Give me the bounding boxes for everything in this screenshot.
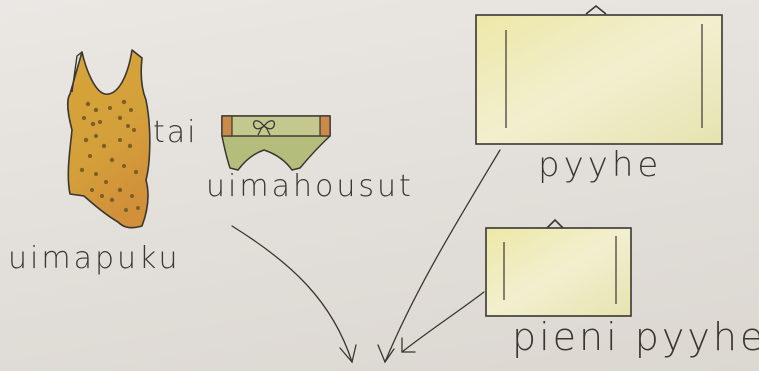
towel-label: pyyhe — [538, 148, 662, 182]
towel-drawing — [476, 6, 722, 144]
arrow-icon — [232, 226, 356, 362]
small-towel-drawing — [486, 220, 631, 316]
swimsuit-label: uimapuku — [8, 244, 180, 274]
small-towel-label: pieni pyyhe — [512, 318, 759, 356]
or-label: tai — [153, 118, 197, 148]
swim-trunks-label: uimahousut — [206, 172, 414, 202]
swimsuit-drawing — [68, 50, 150, 228]
swim-trunks-drawing — [222, 116, 330, 170]
arrow-icon — [402, 292, 484, 352]
